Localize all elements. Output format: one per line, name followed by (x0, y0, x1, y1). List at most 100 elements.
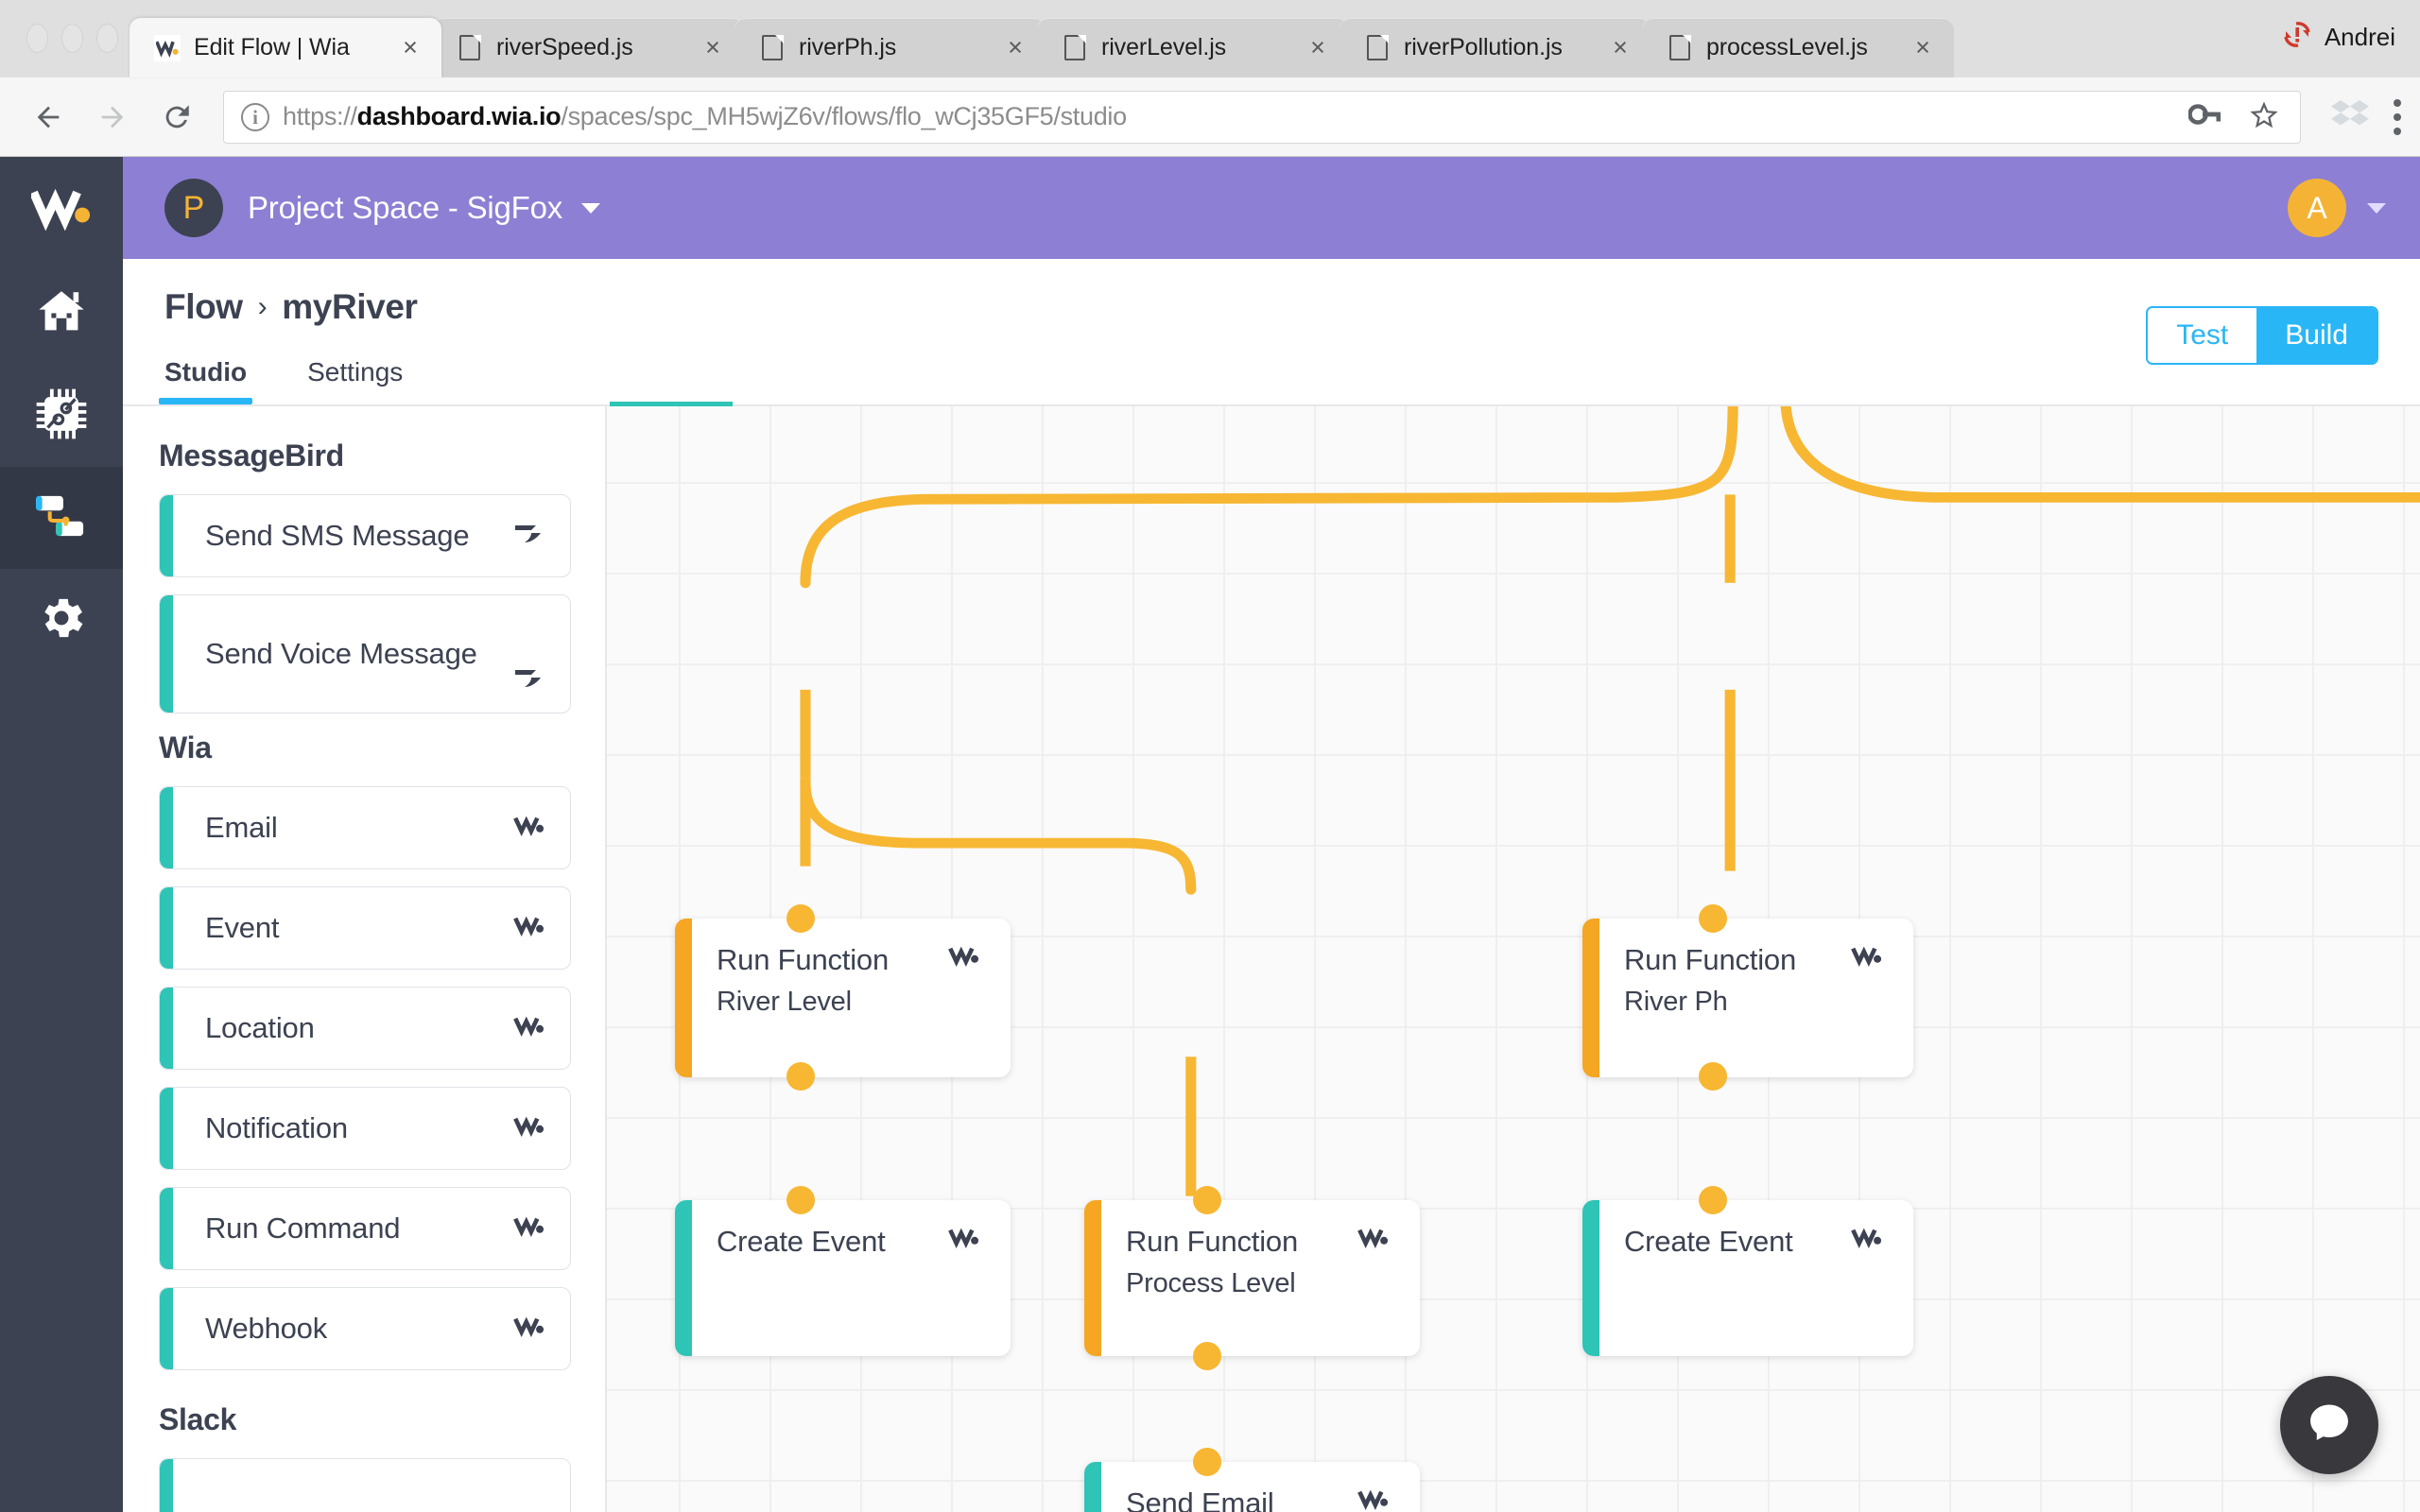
palette-item-webhook[interactable]: Webhook (159, 1287, 571, 1370)
palette-item-stripe (160, 1459, 173, 1512)
document-icon (1364, 34, 1391, 61)
node-output-port[interactable] (786, 1062, 815, 1091)
forward-arrow-icon (83, 88, 142, 146)
palette-item-stripe (160, 1188, 173, 1269)
chevron-down-icon[interactable] (581, 202, 601, 214)
browser-tab-2[interactable]: riverPh.js × (735, 18, 1046, 77)
address-bar[interactable]: i https://dashboard.wia.io/spaces/spc_MH… (223, 90, 2301, 144)
close-tab-icon[interactable]: × (1613, 32, 1628, 61)
palette-item-email[interactable]: Email (159, 786, 571, 869)
flow-node-run-function-river-ph[interactable]: Run Function River Ph (1582, 919, 1913, 1077)
palette-item-run-command[interactable]: Run Command (159, 1187, 571, 1270)
page-content: Flow › myRiver Studio Settings Test Buil… (123, 259, 2420, 1512)
omnibox-actions (2187, 98, 2285, 135)
node-accent-stripe (1084, 1200, 1101, 1356)
wia-logo-icon (513, 1015, 545, 1042)
palette-item-label: Email (205, 811, 278, 844)
wia-logo-icon (513, 1115, 545, 1143)
close-tab-icon[interactable]: × (1915, 32, 1930, 61)
dropbox-icon[interactable] (2331, 98, 2369, 135)
palette-item-label: Send SMS Message (205, 519, 470, 552)
avatar[interactable]: A (2288, 179, 2346, 237)
sidebar-item-flows[interactable] (0, 467, 123, 569)
site-info-icon[interactable]: i (241, 102, 269, 131)
bookmark-star-icon[interactable] (2247, 98, 2281, 135)
sidebar-item-settings[interactable] (0, 569, 123, 671)
palette-item-location[interactable]: Location (159, 987, 571, 1070)
tab-list: Edit Flow | Wia × riverSpeed.js × riverP… (130, 0, 1954, 77)
window-traffic-lights[interactable] (13, 24, 139, 77)
close-tab-icon[interactable]: × (705, 32, 720, 61)
tab-settings[interactable]: Settings (307, 357, 404, 387)
flow-node-run-function-river-level[interactable]: Run Function River Level (675, 919, 1011, 1077)
close-window-button[interactable] (26, 24, 48, 53)
browser-profile-button[interactable]: Andrei (2262, 20, 2420, 77)
maximize-window-button[interactable] (96, 24, 118, 53)
sidebar-item-devices[interactable] (0, 365, 123, 467)
wia-application: P Project Space - SigFox A Flow › myRive… (0, 157, 2420, 1512)
node-header: Run Function (717, 943, 980, 977)
flow-canvas[interactable]: Run Function River Level (607, 406, 2420, 1512)
node-header: Create Event (717, 1225, 980, 1259)
breadcrumb-root[interactable]: Flow (164, 287, 243, 326)
palette-active-marker (610, 402, 733, 408)
flow-node-create-event-right[interactable]: Create Event (1582, 1200, 1913, 1356)
browser-tab-1[interactable]: riverSpeed.js × (432, 18, 744, 77)
wia-logo-icon (513, 1315, 545, 1343)
close-tab-icon[interactable]: × (1310, 32, 1325, 61)
profile-name: Andrei (2324, 23, 2395, 51)
palette-item-slack[interactable] (159, 1458, 571, 1512)
wia-logo-icon (513, 915, 545, 942)
node-output-port[interactable] (1699, 1062, 1727, 1091)
node-accent-stripe (1084, 1462, 1101, 1512)
block-palette[interactable]: MessageBird Send SMS Message (123, 406, 607, 1512)
wia-logo-icon (1357, 1227, 1390, 1254)
node-input-port[interactable] (1699, 904, 1727, 933)
back-arrow-icon[interactable] (19, 88, 78, 146)
browser-tab-0[interactable]: Edit Flow | Wia × (130, 18, 441, 77)
node-output-port[interactable] (1193, 1342, 1221, 1370)
minimize-window-button[interactable] (61, 24, 83, 53)
node-input-port[interactable] (1193, 1186, 1221, 1214)
space-name[interactable]: Project Space - SigFox (248, 190, 563, 225)
node-input-port[interactable] (786, 904, 815, 933)
palette-group-title-messagebird: MessageBird (159, 438, 344, 472)
palette-item-send-voice-message[interactable]: Send Voice Message (159, 594, 571, 713)
user-chevron-down-icon[interactable] (2367, 202, 2386, 214)
url-path: /spaces/spc_MH5wjZ6v/flows/flo_wCj35GF5/… (561, 102, 1127, 130)
wia-logo-icon[interactable] (0, 157, 123, 263)
node-title: Create Event (1624, 1225, 1793, 1258)
node-subtitle: River Ph (1624, 987, 1728, 1017)
close-tab-icon[interactable]: × (403, 32, 418, 61)
node-input-port[interactable] (1699, 1186, 1727, 1214)
palette-item-stripe (160, 595, 173, 713)
test-mode-button[interactable]: Test (2148, 308, 2257, 363)
palette-item-notification[interactable]: Notification (159, 1087, 571, 1170)
breadcrumb-separator-icon: › (257, 291, 268, 322)
intercom-launcher-button[interactable] (2280, 1376, 2378, 1474)
node-input-port[interactable] (1193, 1448, 1221, 1476)
node-input-port[interactable] (786, 1186, 815, 1214)
browser-tab-5[interactable]: processLevel.js × (1642, 18, 1954, 77)
browser-extensions (2318, 98, 2401, 135)
palette-item-send-sms-message[interactable]: Send SMS Message (159, 494, 571, 577)
tab-title: riverPollution.js (1404, 34, 1563, 60)
tab-studio[interactable]: Studio (158, 357, 260, 404)
browser-tab-4[interactable]: riverPollution.js × (1340, 18, 1651, 77)
browser-tab-3[interactable]: riverLevel.js × (1037, 18, 1349, 77)
node-accent-stripe (1582, 1200, 1599, 1356)
flow-node-send-email[interactable]: Send Email (1084, 1462, 1420, 1512)
palette-item-label: Run Command (205, 1211, 401, 1245)
app-main: P Project Space - SigFox A Flow › myRive… (123, 157, 2420, 1512)
reload-icon[interactable] (147, 88, 206, 146)
wia-logo-icon (1851, 1227, 1883, 1254)
build-mode-button[interactable]: Build (2256, 308, 2377, 363)
palette-item-event[interactable]: Event (159, 886, 571, 970)
key-icon[interactable] (2187, 100, 2222, 133)
sidebar-item-home[interactable] (0, 263, 123, 365)
flow-node-run-function-process-level[interactable]: Run Function Process Level (1084, 1200, 1420, 1356)
page-header: Flow › myRiver Studio Settings Test Buil… (123, 259, 2420, 404)
close-tab-icon[interactable]: × (1008, 32, 1023, 61)
flow-node-create-event-left[interactable]: Create Event (675, 1200, 1011, 1356)
chrome-menu-icon[interactable] (2394, 98, 2401, 135)
